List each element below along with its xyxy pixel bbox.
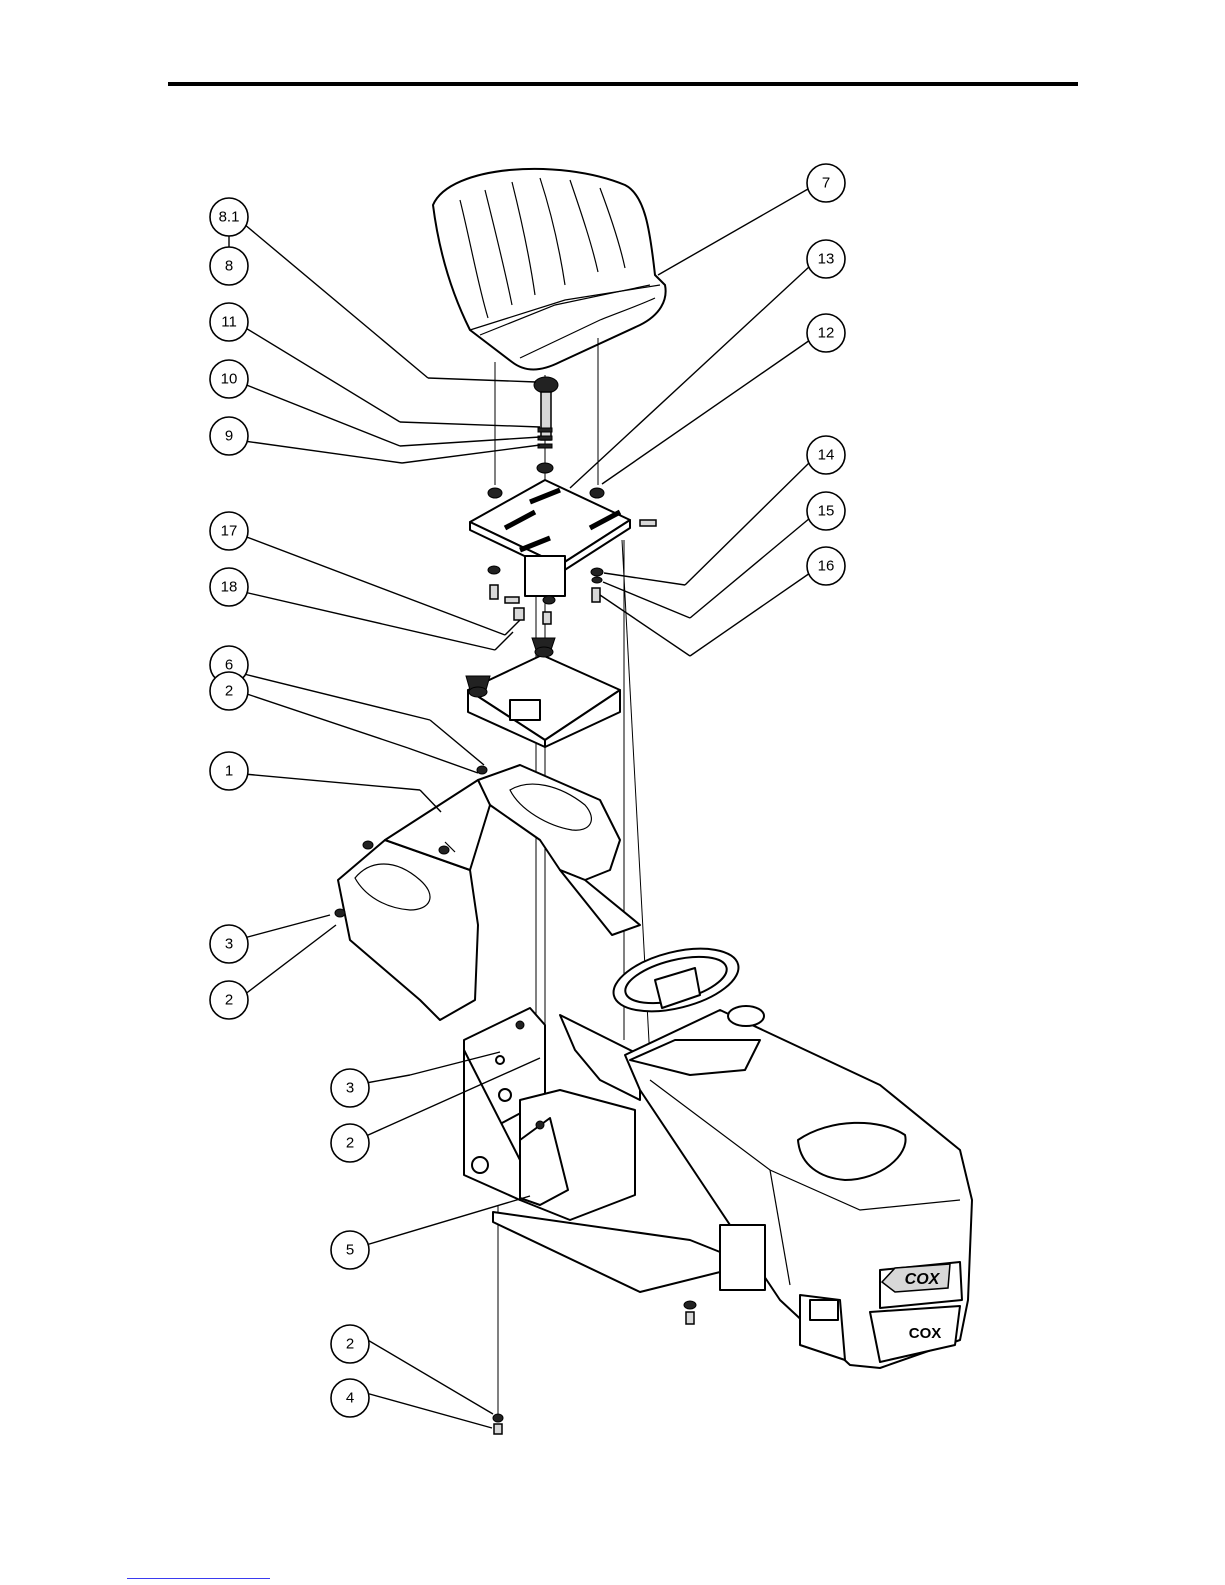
callout-label: 7 — [822, 175, 830, 192]
callout-label: 18 — [221, 579, 238, 596]
steering-wheel-drawing — [607, 937, 745, 1022]
callout-label: 16 — [818, 558, 835, 575]
callout-label: 2 — [225, 683, 233, 700]
callout-label: 6 — [225, 657, 233, 674]
callout-17: 17 — [210, 512, 248, 550]
seat-knob-drawing — [534, 377, 558, 473]
callout-label: 14 — [818, 447, 835, 464]
hood-drawing — [625, 1006, 972, 1368]
grille-logo-text: COX — [909, 1325, 942, 1342]
hood-logo-text: COX — [905, 1271, 941, 1288]
callout-4: 4 — [331, 1379, 369, 1417]
callout-3: 3 — [331, 1069, 369, 1107]
callout-label: 3 — [225, 936, 233, 953]
callout-2: 2 — [210, 672, 248, 710]
callout-10: 10 — [210, 360, 248, 398]
callout-label: 3 — [346, 1080, 354, 1097]
callout-11: 11 — [210, 303, 248, 341]
callout-label: 17 — [221, 523, 238, 540]
callout-9: 9 — [210, 417, 248, 455]
callout-label: 15 — [818, 503, 835, 520]
callout-5: 5 — [331, 1231, 369, 1269]
seat-plate-drawing — [470, 480, 630, 596]
callout-14: 14 — [807, 436, 845, 474]
seat-bracket-drawing — [466, 638, 620, 747]
callout-label: 2 — [346, 1336, 354, 1353]
callout-2: 2 — [331, 1124, 369, 1162]
callout-2: 2 — [331, 1325, 369, 1363]
callout-8-1: 8.1 — [210, 198, 248, 236]
callout-label: 13 — [818, 251, 835, 268]
callout-label: 8 — [225, 258, 233, 275]
callout-13: 13 — [807, 240, 845, 278]
callout-label: 2 — [225, 992, 233, 1009]
callout-2: 2 — [210, 981, 248, 1019]
callout-label: 10 — [221, 371, 238, 388]
callout-label: 12 — [818, 325, 835, 342]
callout-label: 5 — [346, 1242, 354, 1259]
callout-label: 1 — [225, 763, 233, 780]
callout-8: 8 — [210, 247, 248, 285]
seat-drawing — [433, 169, 666, 370]
callout-15: 15 — [807, 492, 845, 530]
callout-7: 7 — [807, 164, 845, 202]
callout-16: 16 — [807, 547, 845, 585]
callout-12: 12 — [807, 314, 845, 352]
callout-label: 9 — [225, 428, 233, 445]
callout-1: 1 — [210, 752, 248, 790]
callout-3: 3 — [210, 925, 248, 963]
callout-label: 4 — [346, 1390, 354, 1407]
callout-label: 11 — [221, 314, 237, 331]
callout-label: 8.1 — [219, 209, 240, 226]
rear-fender-drawing — [338, 765, 640, 1020]
callout-label: 2 — [346, 1135, 354, 1152]
callout-18: 18 — [210, 568, 248, 606]
